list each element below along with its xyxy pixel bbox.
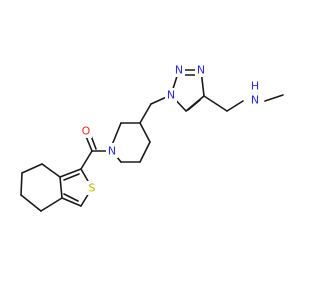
atom-nh: H N: [247, 80, 263, 107]
bond-c4-c5-double: [187, 99, 201, 111]
bond-ch2-pip-c3: [139, 103, 152, 124]
svg-text:N: N: [108, 145, 116, 158]
svg-text:N: N: [197, 64, 205, 77]
svg-text:N: N: [175, 64, 183, 77]
bond-th-c3-c3a-double: [63, 193, 79, 202]
bond-th-c3a-c7a: [59, 176, 63, 199]
bonds: [20, 69, 284, 212]
bond-pip-c3-c4: [139, 122, 151, 143]
atom-nh-h: H: [251, 80, 259, 93]
svg-text:N: N: [167, 89, 175, 102]
atom-triazole-n2: N: [173, 63, 185, 77]
atom-piperidine-n: N: [106, 143, 118, 158]
atom-thiophene-s: S: [86, 181, 98, 195]
bond-cy-c4-c3a: [40, 197, 63, 212]
bond-pip-n-c2: [111, 122, 122, 146]
atoms: H N N N N N O S: [80, 63, 263, 195]
structure-diagram: H N N N N N O S: [20, 63, 284, 212]
bond-pip-c4-c5: [139, 141, 151, 163]
bond-ch2-c4: [203, 95, 228, 112]
bond-cy-c7-c6: [21, 163, 43, 174]
bond-th-c7a-c1-double: [63, 173, 80, 181]
bond-carbonyl-thiophene: [80, 150, 93, 170]
bond-cy-c6-c5: [20, 172, 23, 196]
bond-n-ch2: [226, 100, 244, 112]
atom-nh-n: N: [251, 94, 259, 107]
bond-th-c7a-c1: [59, 168, 82, 178]
bond-th-c3-c3a: [61, 197, 82, 207]
svg-text:S: S: [89, 182, 96, 195]
bond-methyl-n: [264, 94, 284, 102]
bond-cy-c7a-c7: [41, 163, 61, 178]
atom-triazole-n3: N: [195, 63, 207, 77]
atom-carbonyl-o: O: [80, 124, 92, 138]
molecule-drawing: H N N N N N O S: [20, 63, 284, 212]
svg-text:O: O: [82, 125, 91, 138]
atom-triazole-n1: N: [165, 88, 177, 102]
bond-cy-c5-c4: [20, 194, 42, 212]
